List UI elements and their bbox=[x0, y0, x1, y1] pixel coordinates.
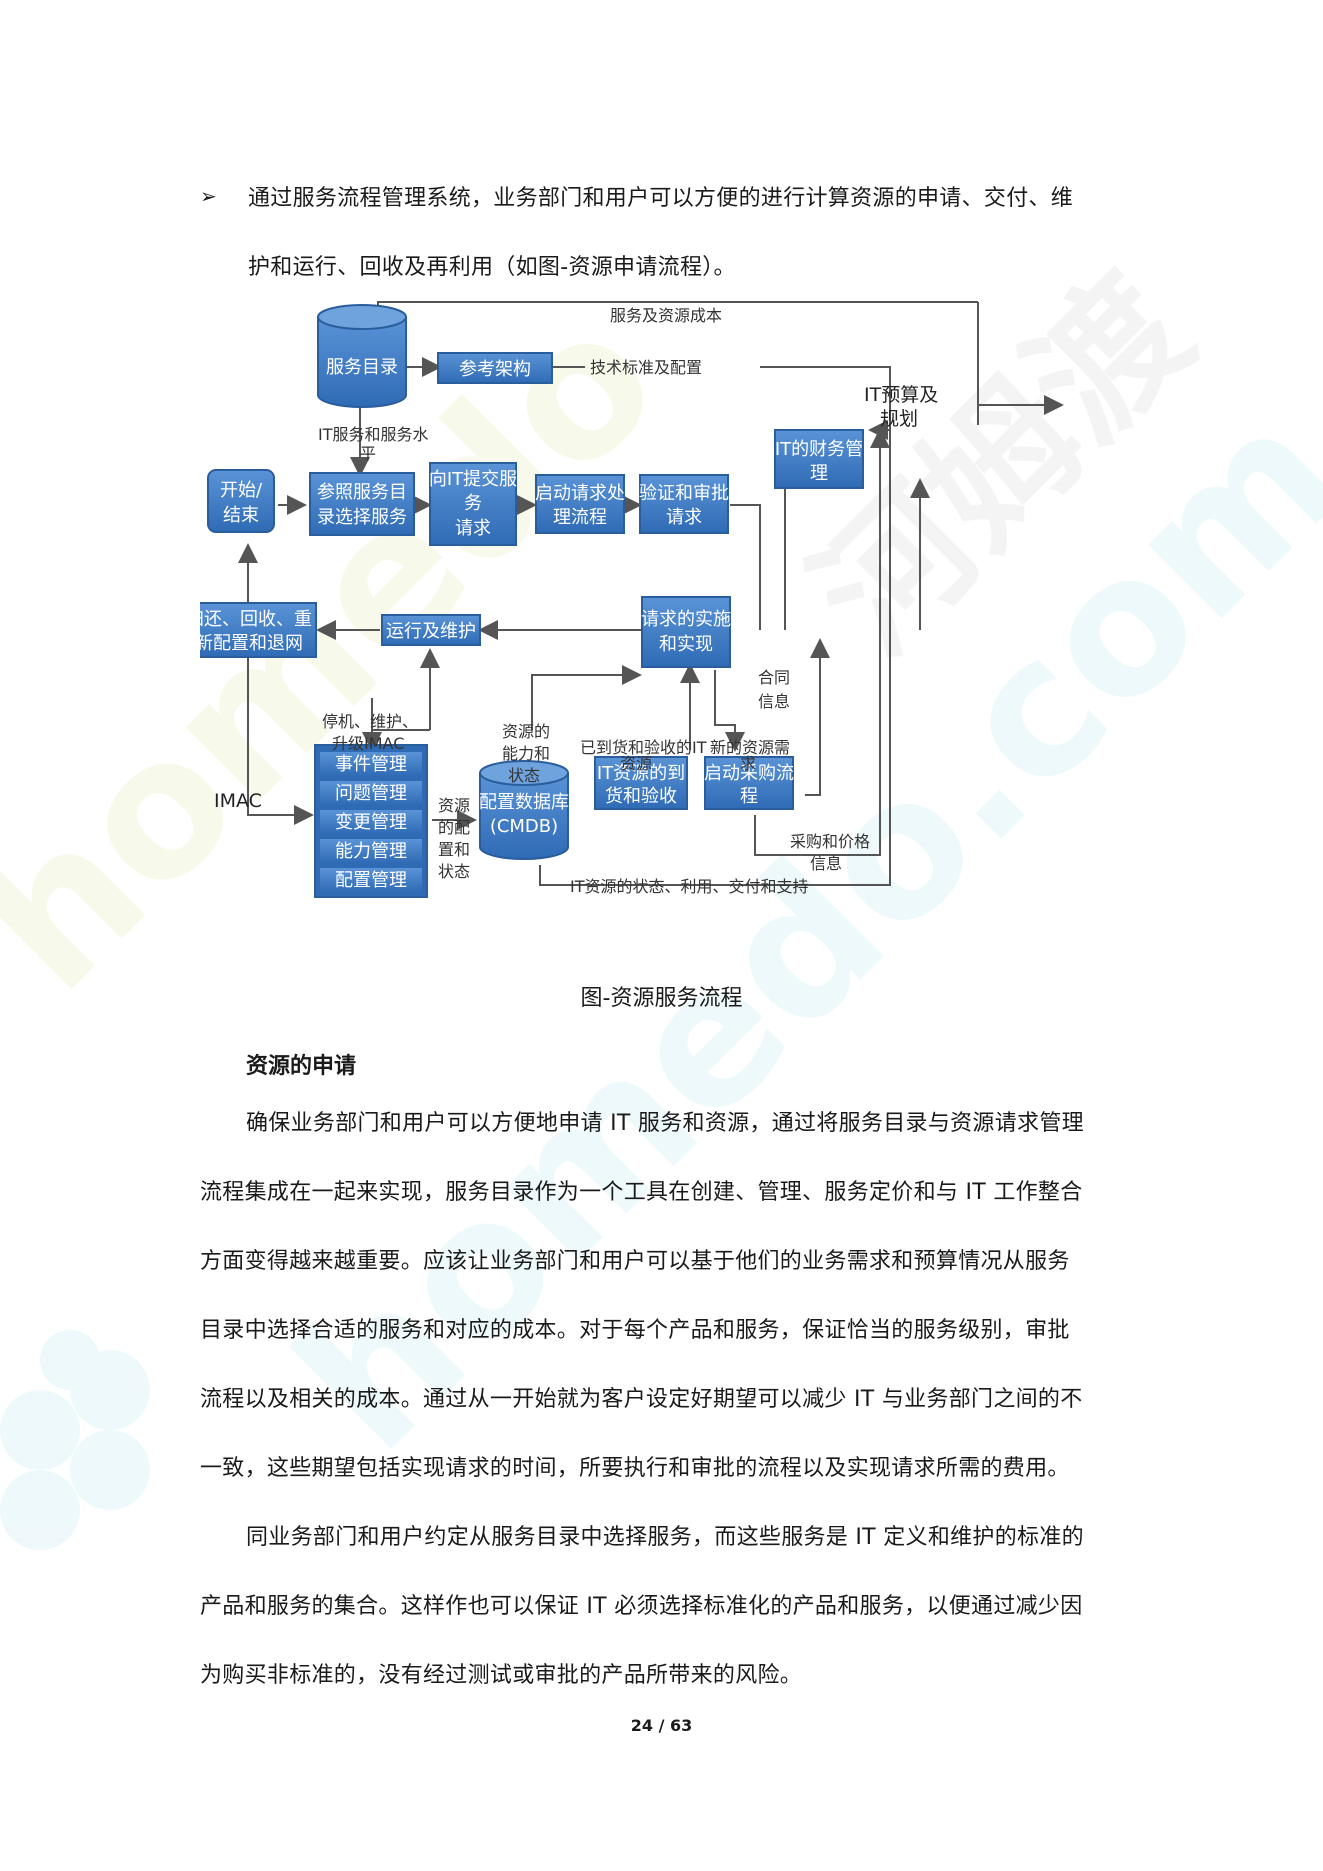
impl-label-1: 请求的实施 bbox=[641, 609, 731, 630]
new-need-label-2: 求 bbox=[740, 754, 756, 773]
contract-label-2: 信息 bbox=[758, 692, 790, 711]
cmdb-label-1: 配置数据库 bbox=[479, 792, 569, 813]
resource-service-flow-diagram: 服务目录 参考架构 开始/ 结束 参照服务目 录选择服务 向IT提交服 务 请求… bbox=[200, 301, 1064, 898]
ref-catalog-label-1: 参照服务目 bbox=[317, 482, 407, 503]
res-cfg-label-1: 资源 bbox=[438, 796, 470, 815]
res-cfg-label-4: 状态 bbox=[438, 862, 470, 881]
finance-label-1: IT的财务管 bbox=[775, 439, 863, 460]
intro-line-2: 护和运行、回收及再利用（如图-资源申请流程）。 bbox=[248, 255, 736, 280]
it-service-label-1: IT服务和服务水 bbox=[318, 425, 429, 444]
purchase-price-label-1: 采购和价格 bbox=[790, 832, 870, 851]
ops-label: 运行及维护 bbox=[386, 621, 476, 642]
ref-arch-label: 参考架构 bbox=[459, 359, 531, 380]
intro-line-1: 通过服务流程管理系统，业务部门和用户可以方便的进行计算资源的申请、交付、维 bbox=[248, 186, 1074, 211]
arrived-label-1: 已到货和验收的IT bbox=[580, 738, 707, 757]
imac-label: IMAC bbox=[214, 790, 262, 812]
cmdb-cylinder: 配置数据库 (CMDB) bbox=[479, 760, 569, 860]
section-title: 资源的申请 bbox=[246, 1054, 357, 1079]
figure-caption: 图-资源服务流程 bbox=[580, 986, 743, 1011]
impl-label-2: 和实现 bbox=[659, 634, 713, 655]
submit-label-2: 务 bbox=[464, 493, 482, 514]
finance-label-2: 理 bbox=[810, 463, 828, 484]
event-mgmt-label: 事件管理 bbox=[335, 754, 407, 775]
submit-label-1: 向IT提交服 bbox=[429, 469, 517, 490]
problem-mgmt-label: 问题管理 bbox=[335, 783, 407, 804]
verify-label-2: 请求 bbox=[666, 507, 702, 528]
capacity-label-1: 资源的 bbox=[502, 722, 550, 741]
it-service-label-2: 平 bbox=[360, 444, 376, 463]
capacity-mgmt-label: 能力管理 bbox=[335, 841, 407, 862]
change-mgmt-label: 变更管理 bbox=[335, 812, 407, 833]
res-cfg-label-3: 置和 bbox=[438, 840, 470, 859]
ref-catalog-label-2: 录选择服务 bbox=[317, 507, 407, 528]
page-number: 24 / 63 bbox=[630, 1716, 693, 1735]
config-mgmt-label: 配置管理 bbox=[335, 870, 407, 891]
service-catalog-cylinder: 服务目录 bbox=[317, 304, 407, 408]
submit-label-3: 请求 bbox=[455, 518, 491, 539]
contract-label-1: 合同 bbox=[758, 668, 790, 687]
return-label-2: 新配置和退网 bbox=[200, 633, 303, 654]
it-budget-label-2: 规划 bbox=[880, 408, 918, 430]
paragraph2-line-3: 为购买非标准的，没有经过测试或审批的产品所带来的风险。 bbox=[200, 1663, 803, 1688]
arrived-label-2: 资源 bbox=[620, 754, 652, 773]
start-req-label-2: 理流程 bbox=[553, 507, 607, 528]
downtime-label-2: 升级IMAC bbox=[332, 734, 404, 753]
service-catalog-label: 服务目录 bbox=[326, 357, 398, 378]
paragraph2-line-1: 同业务部门和用户约定从服务目录中选择服务，而这些服务是 IT 定义和维护的标准的 bbox=[246, 1525, 1084, 1550]
paragraph1-line-1: 确保业务部门和用户可以方便地申请 IT 服务和资源，通过将服务目录与资源请求管理 bbox=[246, 1111, 1084, 1136]
it-status-label: IT资源的状态、利用、交付和支持 bbox=[570, 877, 809, 896]
start-end-label-1: 开始/ bbox=[220, 480, 263, 501]
return-label-1: 归还、回收、重 bbox=[200, 609, 312, 630]
it-budget-label-1: IT预算及 bbox=[864, 384, 938, 406]
start-req-label-1: 启动请求处 bbox=[535, 483, 625, 504]
downtime-label-1: 停机、维护、 bbox=[322, 712, 418, 731]
paragraph1-line-2: 流程集成在一起来实现，服务目录作为一个工具在创建、管理、服务定价和与 IT 工作… bbox=[200, 1180, 1083, 1205]
capacity-label-3: 状态 bbox=[508, 766, 540, 785]
new-need-label-1: 新的资源需 bbox=[710, 738, 790, 757]
cmdb-label-2: (CMDB) bbox=[490, 816, 558, 837]
capacity-label-2: 能力和 bbox=[502, 744, 550, 763]
purchase-label-1: 启动采购流 bbox=[704, 763, 794, 784]
paragraph1-line-6: 一致，这些期望包括实现请求的时间，所要执行和审批的流程以及实现请求所需的费用。 bbox=[200, 1456, 1070, 1481]
paragraph1-line-3: 方面变得越来越重要。应该让业务部门和用户可以基于他们的业务需求和预算情况从服务 bbox=[200, 1249, 1070, 1274]
tech-std-label: 技术标准及配置 bbox=[590, 358, 702, 377]
cost-label: 服务及资源成本 bbox=[610, 306, 722, 325]
purchase-price-label-2: 信息 bbox=[810, 854, 842, 873]
delivery-label-2: 货和验收 bbox=[605, 786, 677, 807]
delivery-label-1: IT资源的到 bbox=[597, 763, 685, 784]
paragraph1-line-4: 目录中选择合适的服务和对应的成本。对于每个产品和服务，保证恰当的服务级别，审批 bbox=[200, 1318, 1070, 1343]
bullet-arrow-icon: ➢ bbox=[200, 184, 217, 208]
verify-label-1: 验证和审批 bbox=[639, 483, 729, 504]
start-end-label-2: 结束 bbox=[223, 505, 259, 526]
res-cfg-label-2: 的配 bbox=[438, 818, 470, 837]
paragraph1-line-5: 流程以及相关的成本。通过从一开始就为客户设定好期望可以减少 IT 与业务部门之间… bbox=[200, 1387, 1083, 1412]
purchase-label-2: 程 bbox=[740, 786, 758, 807]
paragraph2-line-2: 产品和服务的集合。这样作也可以保证 IT 必须选择标准化的产品和服务，以便通过减… bbox=[200, 1594, 1083, 1619]
